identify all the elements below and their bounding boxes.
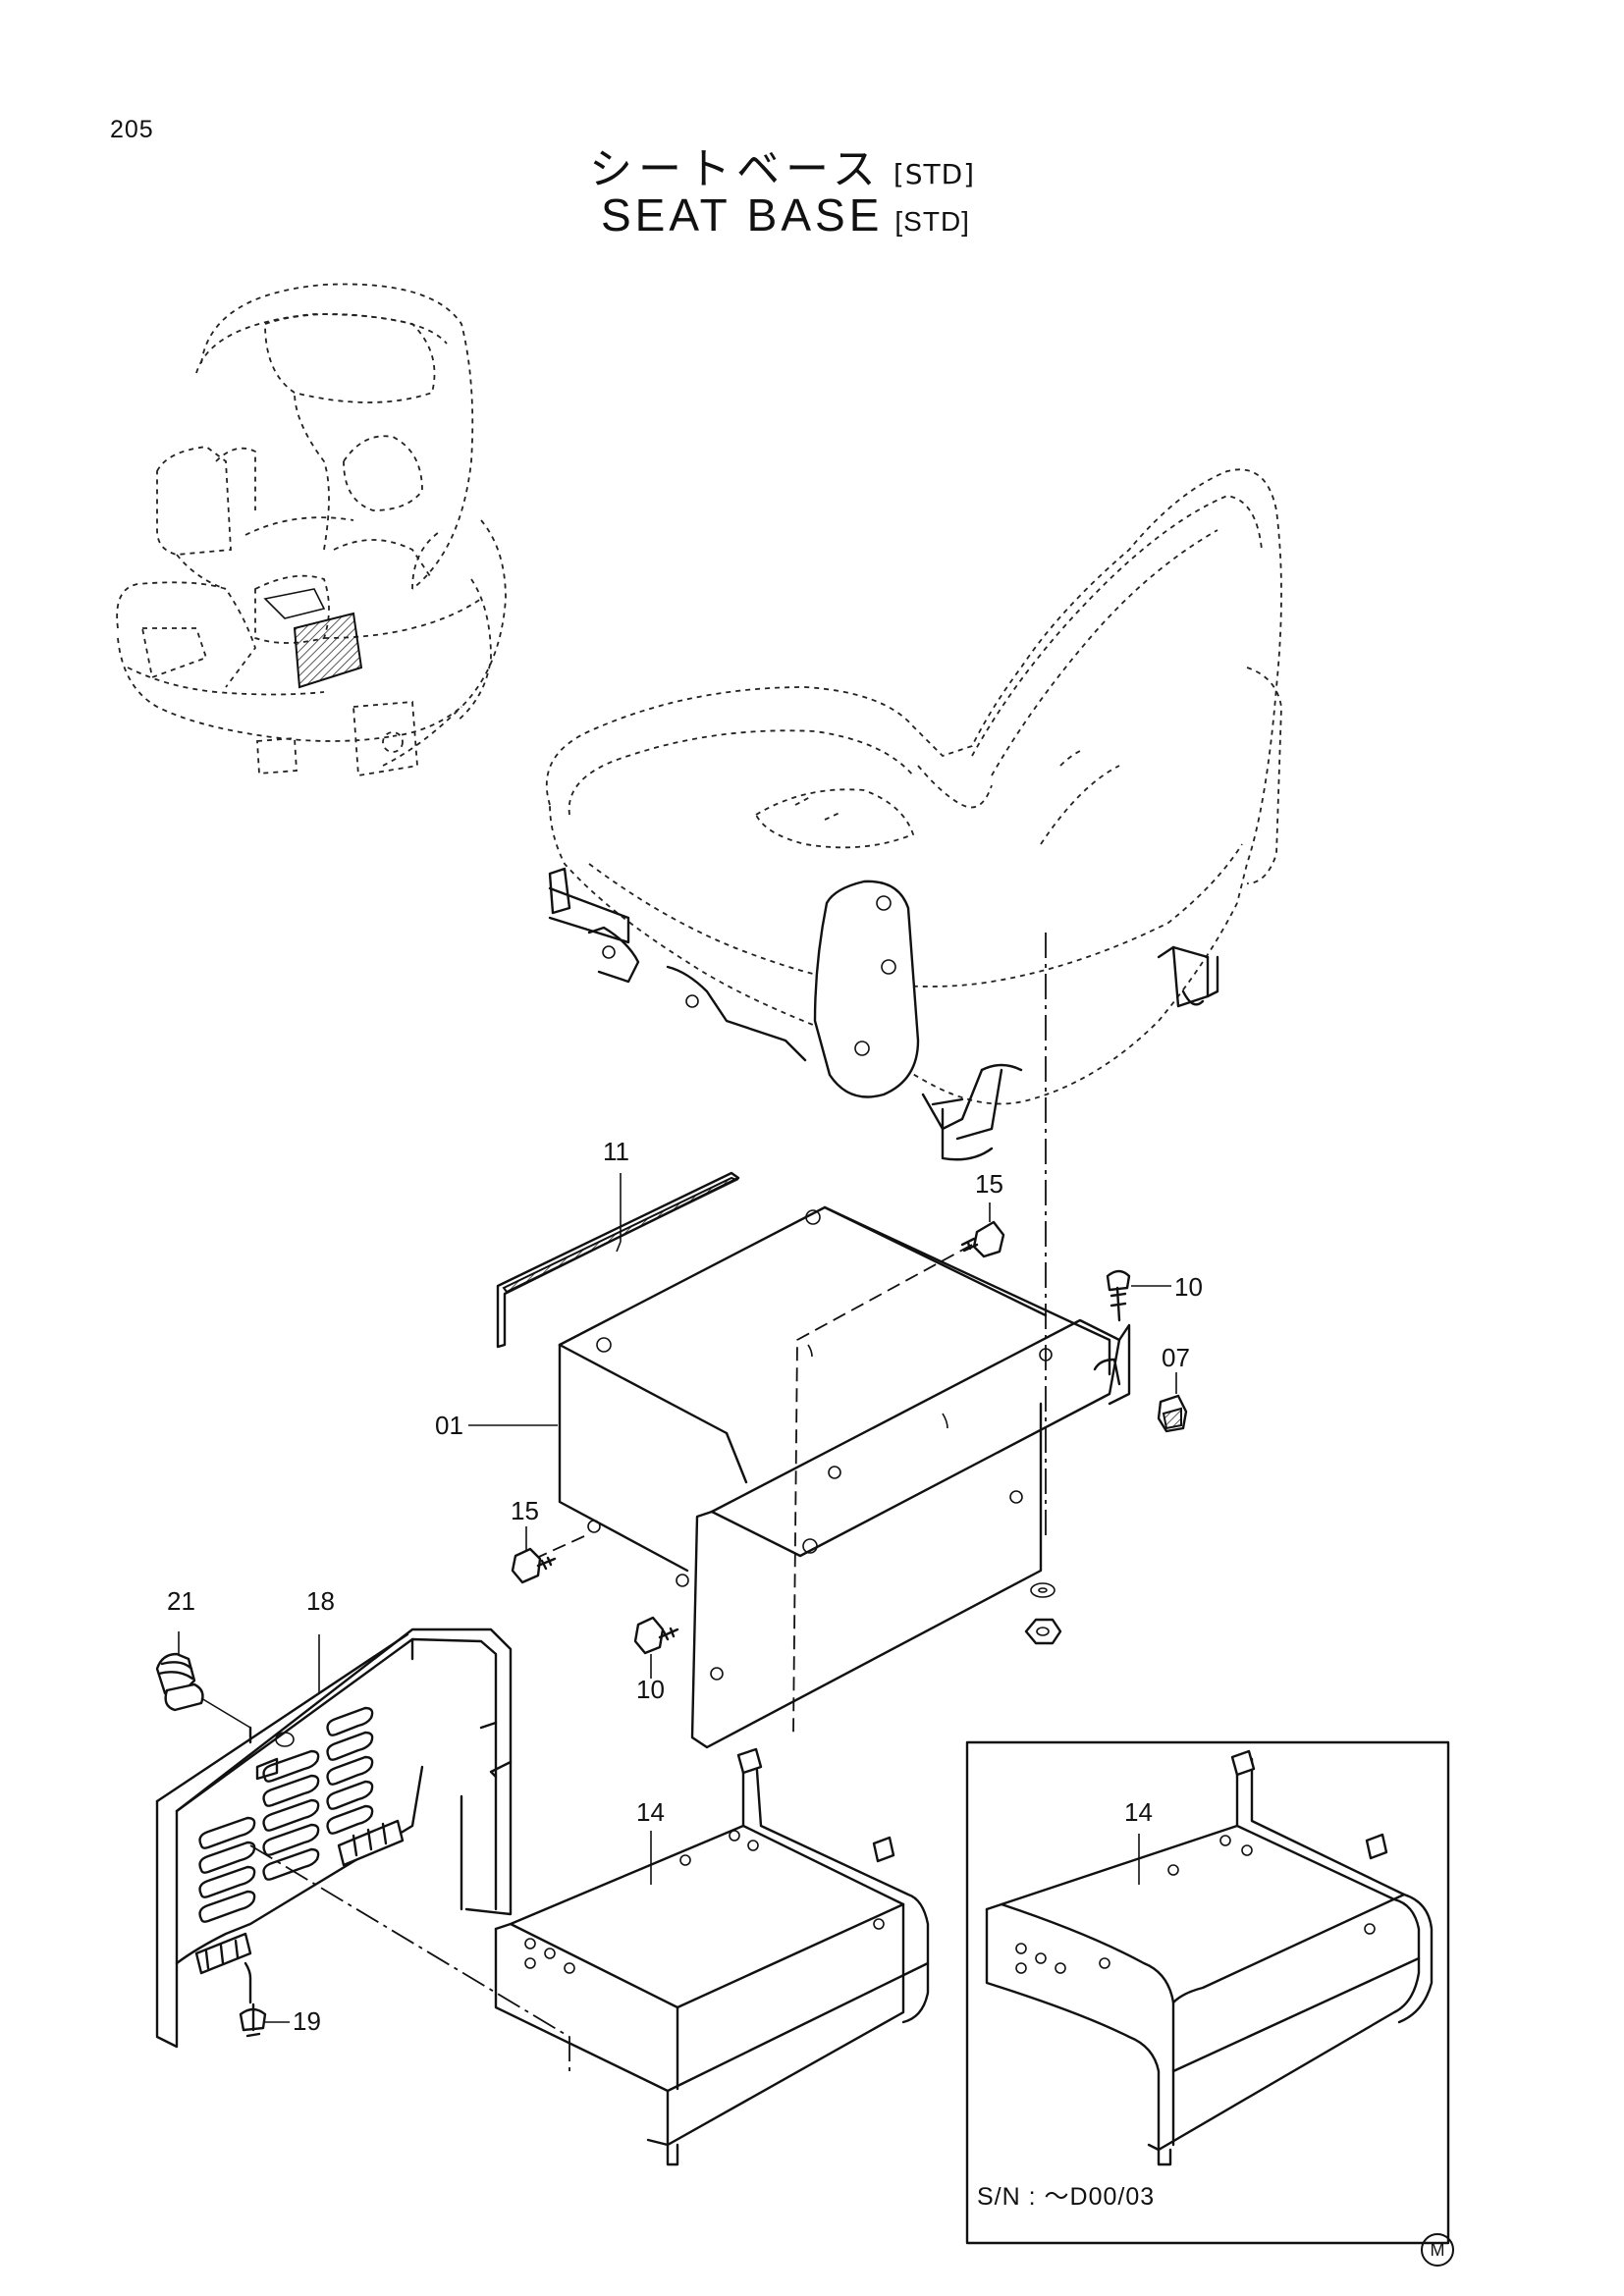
callout-01: 01 [435,1411,463,1440]
part-15-bolt-left [511,1526,557,1584]
callout-14-inset: 14 [1124,1797,1153,1827]
callout-14-main: 14 [636,1797,665,1827]
callout-10-right: 10 [1174,1272,1203,1302]
callout-labels: 11 15 10 07 01 15 21 18 10 14 14 19 [167,1137,1203,2036]
callout-18: 18 [306,1586,335,1616]
title-english: SEAT BASE [STD] [601,188,970,241]
callout-15-upper: 15 [975,1169,1003,1199]
callout-21: 21 [167,1586,195,1616]
callout-19: 19 [293,2006,321,2036]
title-japanese-tag: [STD] [893,158,976,190]
washer-and-nut [1024,1582,1062,1645]
title-japanese: シートベース [STD] [589,133,975,196]
part-14-bracket [494,1747,930,2166]
corner-mark: M [1421,2233,1454,2267]
part-07-cap [1157,1372,1188,1433]
part-10-bolt-right [1106,1269,1171,1322]
inset-frame [965,1740,1450,2245]
part-19-bolt [239,2002,290,2038]
callout-11: 11 [603,1137,629,1166]
part-15-bolt-upper [960,1202,1005,1258]
callout-10-lower: 10 [636,1675,665,1704]
projection-line-18 [249,1844,570,2071]
part-10-bolt-lower [633,1616,679,1679]
callout-07: 07 [1162,1343,1190,1372]
title-english-tag: [STD] [894,206,970,237]
inset-early-serial-bracket [965,1740,1450,2245]
part-01-seat-stand [558,1205,1131,1749]
machine-overview-illustration [116,283,507,777]
part-11-seal-strip [496,1171,740,1349]
projection-line-15 [792,1244,973,1734]
operator-seat-illustration [545,468,1282,1161]
page-number: 205 [110,116,154,143]
inset-serial-note: S/N : ～D00/03 [977,2183,1156,2211]
part-21-knob [155,1631,251,1729]
part-18-side-cover [155,1628,513,2049]
cover-ventilation-slots [198,1706,374,1923]
callout-15-left: 15 [511,1496,539,1525]
title-japanese-text: シートベース [589,144,882,194]
title-english-text: SEAT BASE [601,189,884,240]
